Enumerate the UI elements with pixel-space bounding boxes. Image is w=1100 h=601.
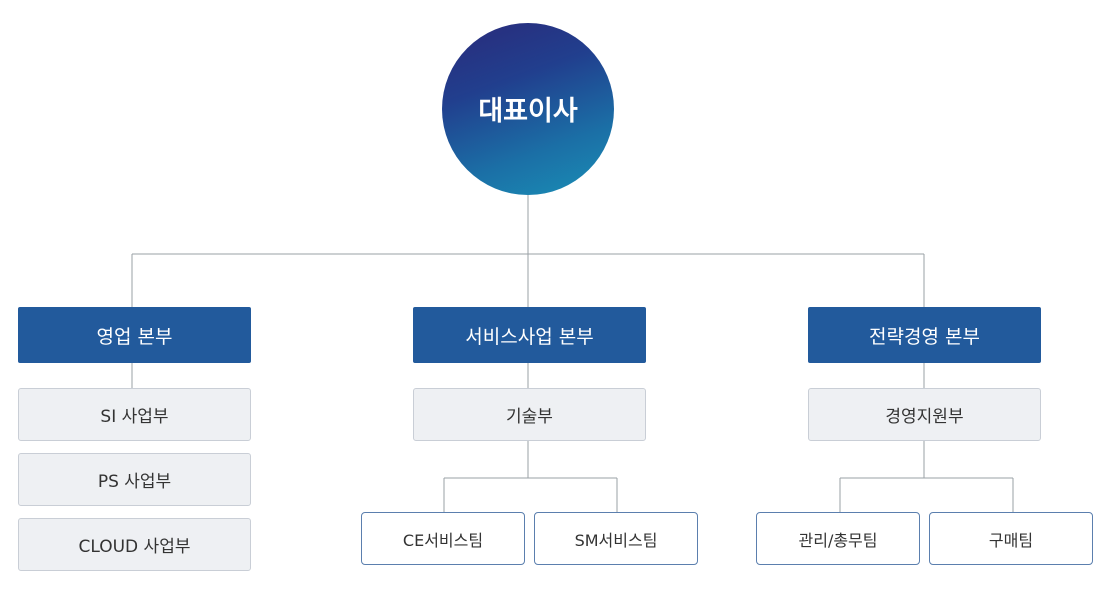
unit-tech: 기술부: [413, 388, 646, 441]
unit-cloud: CLOUD 사업부: [18, 518, 251, 571]
team-ce-service: CE서비스팀: [361, 512, 525, 565]
unit-ps: PS 사업부: [18, 453, 251, 506]
team-admin-general: 관리/총무팀: [756, 512, 920, 565]
team-sm-service: SM서비스팀: [534, 512, 698, 565]
division-sales: 영업 본부: [18, 307, 251, 363]
unit-management-support: 경영지원부: [808, 388, 1041, 441]
unit-si: SI 사업부: [18, 388, 251, 441]
team-purchasing: 구매팀: [929, 512, 1093, 565]
division-strategy: 전략경영 본부: [808, 307, 1041, 363]
division-service: 서비스사업 본부: [413, 307, 646, 363]
ceo-node: 대표이사: [442, 23, 614, 195]
